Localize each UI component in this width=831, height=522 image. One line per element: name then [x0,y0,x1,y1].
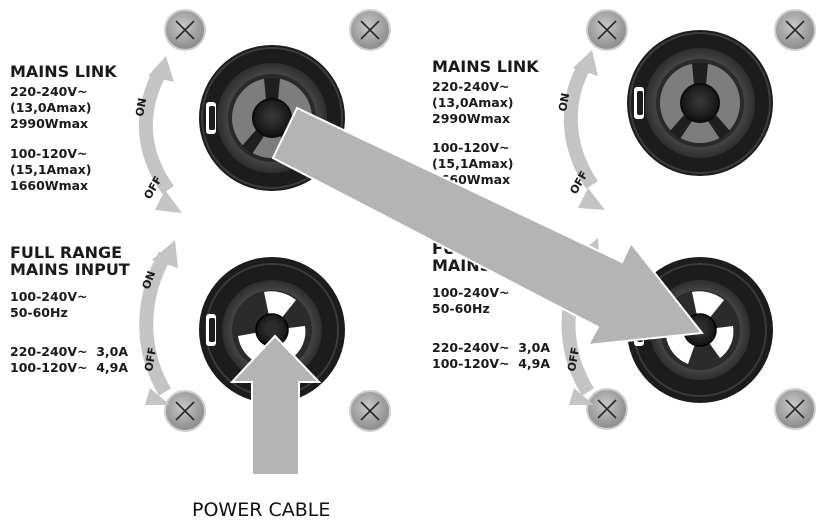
right-link-rotation-arrows [563,50,605,210]
left-link-on-label: ON [133,97,149,118]
right-mains-link-spec-low-voltage: 100-120V~ [432,140,510,155]
right-input-off-label: OFF [565,346,582,372]
right-mains-link-spec-high-current: (13,0Amax) [432,95,514,110]
right-mains-link-spec-high-voltage: 220-240V~ [432,79,510,94]
left-mains-input-title-line1: FULL RANGE [10,243,123,262]
left-mains-input-title-line2: MAINS INPUT [10,260,130,279]
left-input-on-label: ON [140,269,159,291]
left-mains-input-spec-frequency: 50-60Hz [10,305,68,320]
left-mains-input-current-high: 220-240V~ 3,0A [10,344,129,359]
left-mains-link-spec-low-voltage: 100-120V~ [10,146,88,161]
left-mains-link-spec-low-current: (15,1Amax) [10,162,92,177]
right-mains-input-current-high: 220-240V~ 3,0A [432,340,551,355]
right-link-on-label: ON [556,92,572,113]
left-mains-link-spec-low-power: 1660Wmax [10,178,89,193]
left-mains-link-spec-high-power: 2990Wmax [10,116,89,131]
left-mains-link-spec-high-current: (13,0Amax) [10,100,92,115]
right-mains-input-current-low: 100-120V~ 4,9A [432,356,551,371]
left-mains-input-current-low: 100-120V~ 4,9A [10,360,129,375]
left-input-off-label: OFF [142,346,159,372]
link-cable-arrow [271,106,704,347]
left-mains-input-spec-voltage: 100-240V~ [10,289,88,304]
power-cable-caption: POWER CABLE [192,499,331,521]
left-link-rotation-arrows [138,56,182,213]
left-mains-link-spec-high-voltage: 220-240V~ [10,84,88,99]
right-mains-link-spec-high-power: 2990Wmax [432,111,511,126]
power-cable-arrow [229,334,322,476]
left-mains-link-title: MAINS LINK [10,62,117,81]
right-mains-input-spec-frequency: 50-60Hz [432,301,490,316]
right-mains-link-title: MAINS LINK [432,57,539,76]
right-mains-input-spec-voltage: 100-240V~ [432,285,510,300]
right-mains-link-spec-low-current: (15,1Amax) [432,156,514,171]
left-input-rotation-arrows [139,240,178,405]
